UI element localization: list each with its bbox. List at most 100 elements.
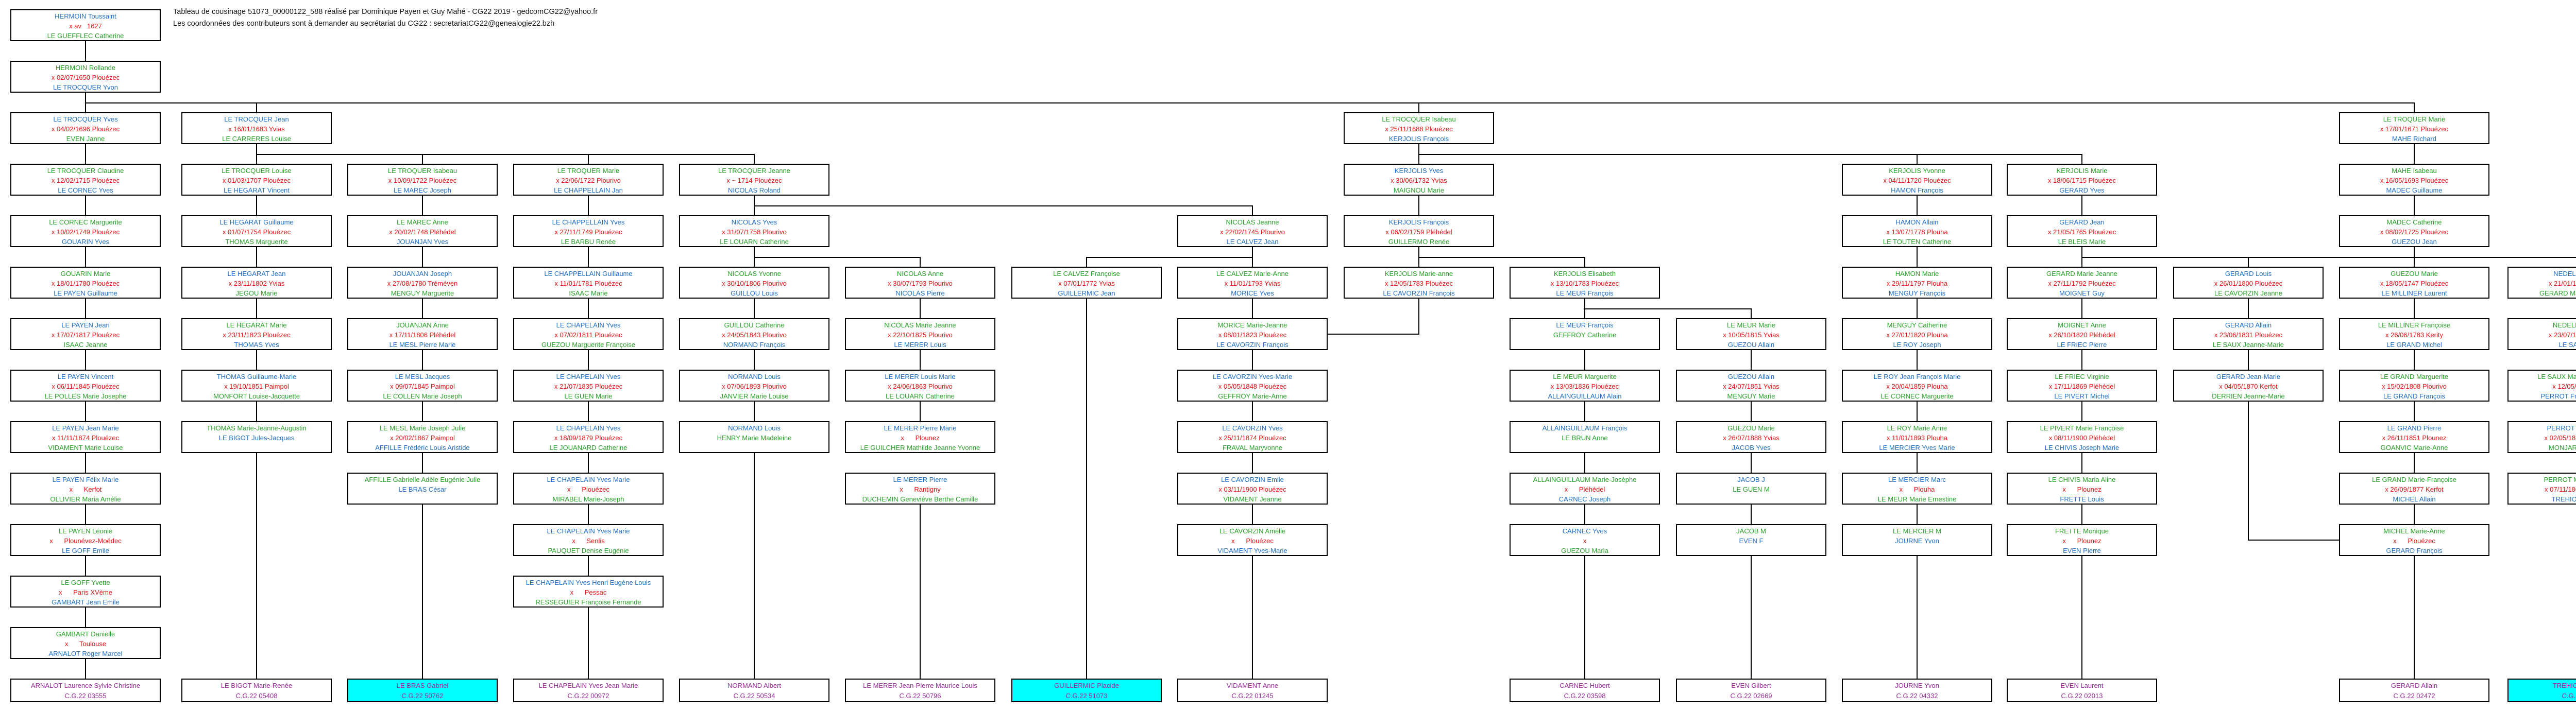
marriage-line: x 26/06/1783 Kerity xyxy=(2385,331,2444,339)
connector-line xyxy=(1086,257,1087,267)
marriage-line: x 27/11/1792 Plouézec xyxy=(2048,280,2116,287)
marriage-line: x 04/11/1720 Plouézec xyxy=(1883,177,1951,184)
spouse-name: JEGOU Marie xyxy=(235,289,278,297)
connector-line xyxy=(1584,350,1585,370)
spouse-name: LE BLEIS Marie xyxy=(2058,238,2106,246)
connector-line xyxy=(1584,505,1585,524)
marriage-line: x ~ 1714 Plouézec xyxy=(726,177,782,184)
spouse-name: LE MESL Pierre Marie xyxy=(389,341,456,349)
spouse-name: MENGUY François xyxy=(1888,289,1946,297)
person-name: KERJOLIS Marie xyxy=(2056,167,2108,175)
marriage-line: x 09/07/1845 Paimpol xyxy=(390,383,455,390)
spouse-name: ALLAINGUILLAUM Alain xyxy=(1548,392,1622,400)
person-name: LE TROQUER Isabeau xyxy=(387,167,457,175)
spouse-name: ISAAC Marie xyxy=(569,289,608,297)
terminal-name: ARNALOT Laurence Sylvie Christine xyxy=(30,682,141,689)
spouse-name: FRETTE Louis xyxy=(2060,495,2104,503)
chart-title-line2: Les coordonnées des contributeurs sont à… xyxy=(173,20,555,28)
connector-line xyxy=(754,247,755,257)
person-name: THOMAS Guillaume-Marie xyxy=(216,373,297,380)
marriage-line: x 26/10/1820 Pléhédel xyxy=(2048,331,2115,339)
terminal-name: LE MERER Jean-Pierre Maurice Louis xyxy=(863,682,977,689)
connector-line xyxy=(2414,144,2415,164)
connector-line xyxy=(256,103,257,112)
connector-line xyxy=(85,350,86,370)
connector-line xyxy=(588,505,589,524)
connector-line xyxy=(422,453,423,473)
connector-line xyxy=(1917,350,1918,370)
person-name: LE TROCQUER Claudine xyxy=(47,167,124,175)
terminal-name: GUILLERMIC Placide xyxy=(1054,682,1119,689)
marriage-line: x 04/05/1870 Kerfot xyxy=(2219,383,2278,390)
connector-line xyxy=(2081,505,2082,524)
connector-line xyxy=(1751,402,1752,421)
spouse-name: GUEZOU Allain xyxy=(1727,341,1775,349)
connector-line xyxy=(754,206,755,215)
connector-line xyxy=(1252,556,1253,679)
person-name: LE TROCQUER Jeanne xyxy=(718,167,790,175)
terminal-code: C.G.22 01245 xyxy=(1231,692,1274,700)
spouse-name: LE GUEN Marie xyxy=(564,392,613,400)
marriage-line: x 18/06/1715 Plouézec xyxy=(2047,177,2116,184)
person-name: LE CHAPELAIN Yves Henri Eugène Louis xyxy=(526,579,651,586)
person-name: LE TROQUER Marie xyxy=(2383,115,2446,123)
spouse-name: EVEN Pierre xyxy=(2063,547,2101,554)
person-name: LE PIVERT Marie Françoise xyxy=(2040,424,2124,432)
connector-line xyxy=(85,103,86,112)
marriage-line: x 10/02/1749 Plouézec xyxy=(51,228,120,236)
person-name: LE GOFF Yvette xyxy=(61,579,110,586)
person-name: LE CHAPELAIN Yves xyxy=(556,424,621,432)
connector-line xyxy=(1086,257,1253,258)
connector-line xyxy=(2081,196,2082,215)
spouse-name: ISAAC Jeanne xyxy=(63,341,108,349)
connector-line xyxy=(1917,453,1918,473)
person-name: LE MERER Louis Marie xyxy=(885,373,956,380)
terminal-name: LE BRAS Gabriel xyxy=(396,682,449,689)
person-name: LE TROCQUER Jean xyxy=(224,115,289,123)
person-name: LE MERCIER Marc xyxy=(1888,476,1946,483)
person-name: LE TROCQUER Yves xyxy=(53,115,118,123)
connector-line xyxy=(1917,505,1918,524)
spouse-name: LE CAVORZIN François xyxy=(1216,341,1289,349)
connector-line xyxy=(1327,334,1419,335)
connector-line xyxy=(1917,247,1918,267)
marriage-line: x 22/06/1722 Plourivo xyxy=(556,177,621,184)
person-name: AFFILLE Gabrielle Adèle Eugénie Julie xyxy=(364,476,481,483)
connector-line xyxy=(1751,453,1752,473)
marriage-line: x 20/04/1859 Plouha xyxy=(1886,383,1948,390)
connector-line xyxy=(1751,350,1752,370)
spouse-name: LE PIVERT Michel xyxy=(2054,392,2110,400)
person-name: LE CHIVIS Maria Aline xyxy=(2048,476,2116,483)
connector-line xyxy=(85,556,86,576)
person-name: LE MERER Pierre Marie xyxy=(884,424,957,432)
terminal-code: C.G.22 03598 xyxy=(1564,692,1606,700)
marriage-line: x Plouézec xyxy=(1231,537,1274,545)
marriage-line: x 02/05/1849 Tressignaux xyxy=(2544,434,2576,442)
marriage-line: x 07/02/1811 Plouézec xyxy=(554,331,622,339)
spouse-name: MADEC Guillaume xyxy=(2386,186,2443,194)
marriage-line: x 16/01/1683 Yvias xyxy=(228,125,285,133)
person-name: ALLAINGUILLAUM François xyxy=(1542,424,1628,432)
connector-line xyxy=(920,299,921,318)
spouse-name: GUILLOU Louis xyxy=(731,289,778,297)
marriage-line: x 24/06/1863 Plourivo xyxy=(888,383,953,390)
person-name: LE CAVORZIN Amélie xyxy=(1219,527,1286,535)
marriage-line: x Plounez xyxy=(901,434,940,442)
connector-line xyxy=(588,154,589,164)
marriage-line: x Rantigny xyxy=(900,485,941,493)
connector-line xyxy=(588,247,589,267)
